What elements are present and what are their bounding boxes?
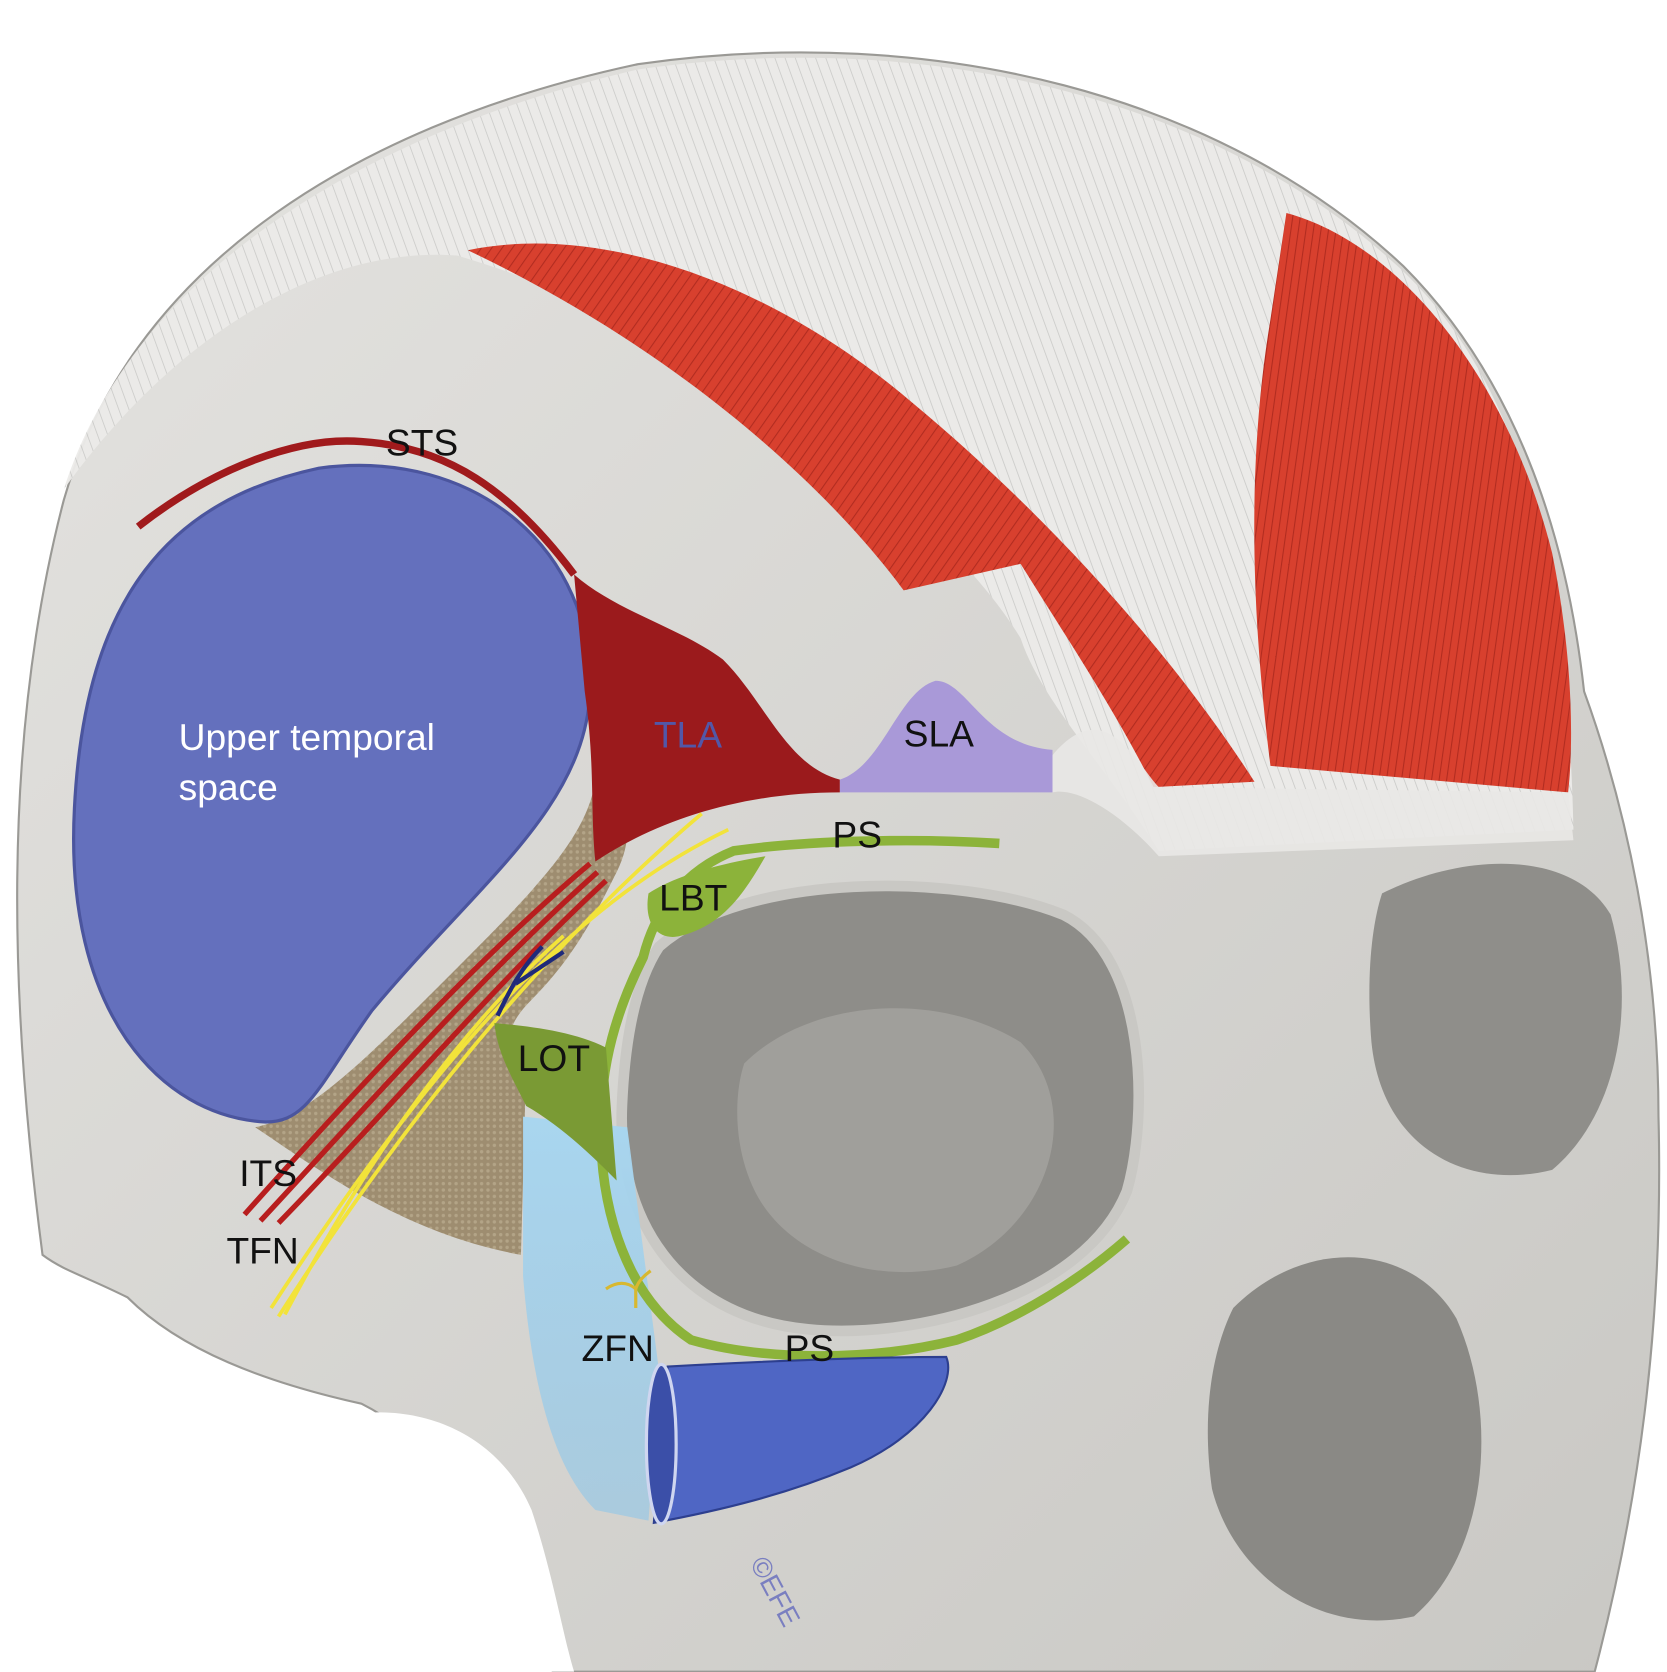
- label-ps-upper: PS: [832, 814, 882, 856]
- sentinel-vein: [495, 945, 565, 1017]
- frontalis-tendon-fibers: [1052, 729, 1574, 857]
- supraorbital-ligamentous-adhesion: [839, 680, 1053, 793]
- lateral-orbital-thickening: [494, 1023, 617, 1181]
- upper-temporal-space: [72, 463, 592, 1124]
- right-orbit: [1369, 863, 1622, 1176]
- superior-temporal-septum: [135, 437, 578, 577]
- orbit-shadow: [737, 1008, 1054, 1273]
- label-its: ITS: [239, 1152, 297, 1194]
- temporal-branch-facial-nerve: [269, 812, 730, 1318]
- label-upper-temporal-space-2: space: [179, 766, 278, 808]
- zygomaticofacial-nerve: [605, 1269, 652, 1309]
- label-tfn: TFN: [226, 1229, 298, 1271]
- nasal-cavity: [1207, 1257, 1482, 1621]
- label-lot: LOT: [518, 1037, 590, 1079]
- galea-aponeurosis: [63, 57, 1574, 851]
- label-ps-lower: PS: [785, 1327, 835, 1369]
- prezygomatic-space-opening: [644, 1362, 678, 1526]
- label-lbt: LBT: [659, 876, 727, 918]
- label-tla: TLA: [654, 714, 722, 756]
- mandible-gap: [350, 1412, 575, 1672]
- label-sla: SLA: [904, 713, 974, 755]
- frontalis-muscle-medial: [467, 243, 1255, 788]
- label-sts: STS: [386, 421, 458, 463]
- frontalis-muscle-lateral: [1254, 213, 1572, 793]
- prezygomatic-space: [652, 1355, 950, 1525]
- label-zfn: ZFN: [582, 1327, 654, 1369]
- temporal-ligamentous-adhesion: [574, 574, 840, 862]
- prezygomatic-zone: [523, 1116, 660, 1521]
- lateral-brow-thickening: [647, 856, 766, 937]
- label-upper-temporal-space-1: Upper temporal: [179, 716, 435, 758]
- inferior-temporal-septum: [242, 861, 608, 1225]
